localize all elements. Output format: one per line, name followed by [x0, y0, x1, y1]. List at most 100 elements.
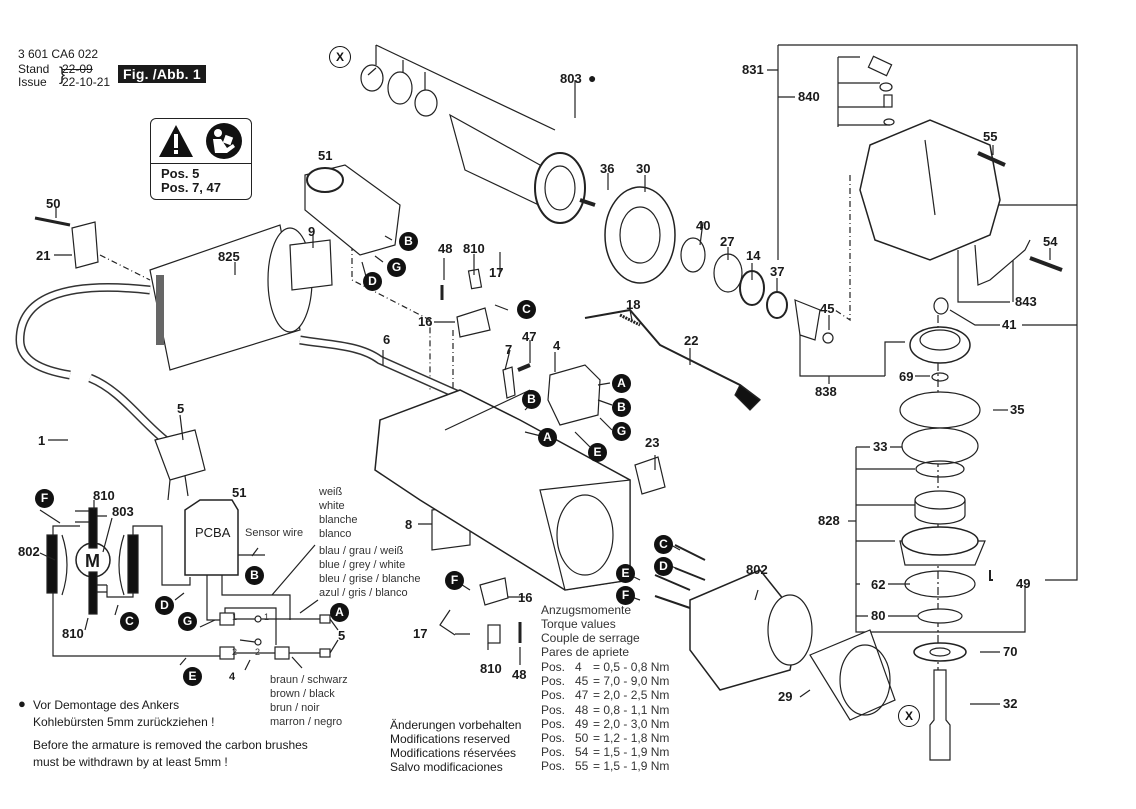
part-label-810-lower: 810: [480, 661, 502, 676]
part-label-48: 48: [438, 241, 453, 256]
modification-note: Salvo modificaciones: [390, 760, 503, 774]
badge-e: E: [588, 443, 607, 462]
part-label-33: 33: [873, 439, 888, 454]
badge-c: C: [517, 300, 536, 319]
wiring-ref-803: 803: [112, 504, 134, 519]
badge-f: F: [35, 489, 54, 508]
torque-pos-prefix: Pos.: [541, 745, 566, 760]
part-label-45: 45: [820, 301, 835, 316]
part-label-55: 55: [983, 129, 998, 144]
torque-pos-prefix: Pos.: [541, 731, 566, 745]
badge-x: X: [898, 705, 920, 727]
torque-heading: Couple de serrage: [541, 631, 640, 645]
wire-color-blue: bleu / grise / blanche: [319, 573, 421, 585]
note-de-line: Vor Demontage des Ankers: [33, 698, 180, 712]
switch-pin: 2: [232, 647, 238, 657]
wiring-ref-802: 802: [18, 544, 40, 559]
torque-heading: Pares de apriete: [541, 645, 630, 659]
torque-value: = 2,0 - 2,5 Nm: [593, 688, 670, 703]
part-label-4: 4: [553, 338, 561, 353]
part-label-35: 35: [1010, 402, 1025, 417]
wiring-ref-5: 5: [338, 628, 346, 643]
torque-pos-number: 49: [575, 716, 589, 731]
issue-label: Issue: [18, 75, 47, 89]
part-label-7: 7: [505, 342, 513, 357]
torque-value: = 1,5 - 1,9 Nm: [593, 759, 670, 774]
motor-symbol: M: [85, 551, 100, 571]
badge-b: B: [245, 566, 264, 585]
part-label-8: 8: [405, 517, 413, 532]
part-label-62: 62: [871, 577, 886, 592]
wire-color-white: weiß: [319, 486, 343, 498]
part-label-825: 825: [218, 249, 240, 264]
warning-triangle-icon: [159, 125, 193, 157]
torque-pos-prefix: Pos.: [541, 759, 566, 774]
part-number: 3 601 CA6 022: [18, 47, 99, 61]
torque-heading: Torque values: [541, 617, 616, 631]
part-label-843: 843: [1015, 294, 1037, 309]
note-bullet-icon: ●: [18, 696, 26, 711]
torque-pos-number: 48: [575, 702, 589, 717]
wire-color-white: white: [319, 500, 345, 512]
torque-value: = 1,5 - 1,9 Nm: [593, 745, 670, 760]
part-label-32: 32: [1003, 696, 1018, 711]
switch-pin: 1: [264, 612, 270, 622]
figure-label: Fig. /Abb. 1: [118, 65, 206, 83]
torque-pos-number: 55: [575, 759, 589, 774]
part-label-6: 6: [383, 332, 391, 347]
part-label-17: 17: [489, 265, 504, 280]
badge-e: E: [616, 564, 635, 583]
part-label-18: 18: [626, 297, 641, 312]
torque-heading: Anzugsmomente: [541, 603, 632, 617]
badge-c: C: [654, 535, 673, 554]
part-label-50: 50: [46, 196, 61, 211]
torque-pos-prefix: Pos.: [541, 688, 566, 703]
torque-pos-number: 45: [575, 674, 589, 689]
badge-b: B: [522, 390, 541, 409]
warning-box: Pos. 5 Pos. 7, 47: [150, 118, 252, 200]
part-label-802: 802: [746, 562, 768, 577]
badge-g: G: [612, 422, 631, 441]
wiring-ref-4: 4: [229, 671, 236, 683]
part-label-37: 37: [770, 264, 785, 279]
part-label-22: 22: [684, 333, 699, 348]
torque-value: = 0,5 - 0,8 Nm: [593, 660, 670, 674]
wiring-ref-810-bottom: 810: [62, 626, 84, 641]
wire-color-brown: brown / black: [270, 688, 335, 700]
wire-color-blue: azul / gris / blanco: [319, 587, 408, 599]
wire-color-blue: blue / grey / white: [319, 559, 406, 571]
part-label-810: 810: [463, 241, 485, 256]
part-label-48-lower: 48: [512, 667, 527, 682]
part-label-40: 40: [696, 218, 711, 233]
warning-pos-line: Pos. 5: [161, 166, 200, 181]
modification-note: Modifications réservées: [390, 746, 517, 760]
badge-a: A: [330, 603, 349, 622]
badge-e: E: [183, 667, 202, 686]
badge-g: G: [178, 612, 197, 631]
badge-f: F: [616, 586, 635, 605]
torque-value: = 7,0 - 9,0 Nm: [593, 674, 670, 689]
pcba-label: PCBA: [195, 525, 231, 540]
wire-color-brown: braun / schwarz: [270, 674, 348, 686]
old-date-struck: 22-09: [62, 62, 93, 76]
torque-pos-prefix: Pos.: [541, 716, 566, 731]
part-label-831: 831: [742, 62, 764, 77]
badge-d: D: [654, 557, 673, 576]
part-label-17-lower: 17: [413, 626, 428, 641]
part-label-1: 1: [38, 433, 46, 448]
modification-note: Modifications reserved: [390, 732, 511, 746]
badge-x: X: [329, 46, 351, 68]
part-label-70: 70: [1003, 644, 1018, 659]
part-label-80: 80: [871, 608, 886, 623]
stand-label: Stand: [18, 62, 50, 76]
modification-note: Änderungen vorbehalten: [390, 718, 522, 732]
wire-color-blue: blau / grau / weiß: [319, 545, 404, 557]
wire-color-brown: brun / noir: [270, 702, 320, 714]
torque-pos-number: 50: [575, 731, 589, 745]
switch-pin: 2: [255, 647, 261, 657]
switch-pin: 1: [232, 612, 238, 622]
part-label-16-lower: 16: [518, 590, 533, 605]
sensor-wire-label: Sensor wire: [245, 527, 304, 539]
brace-icon: }: [59, 64, 66, 84]
